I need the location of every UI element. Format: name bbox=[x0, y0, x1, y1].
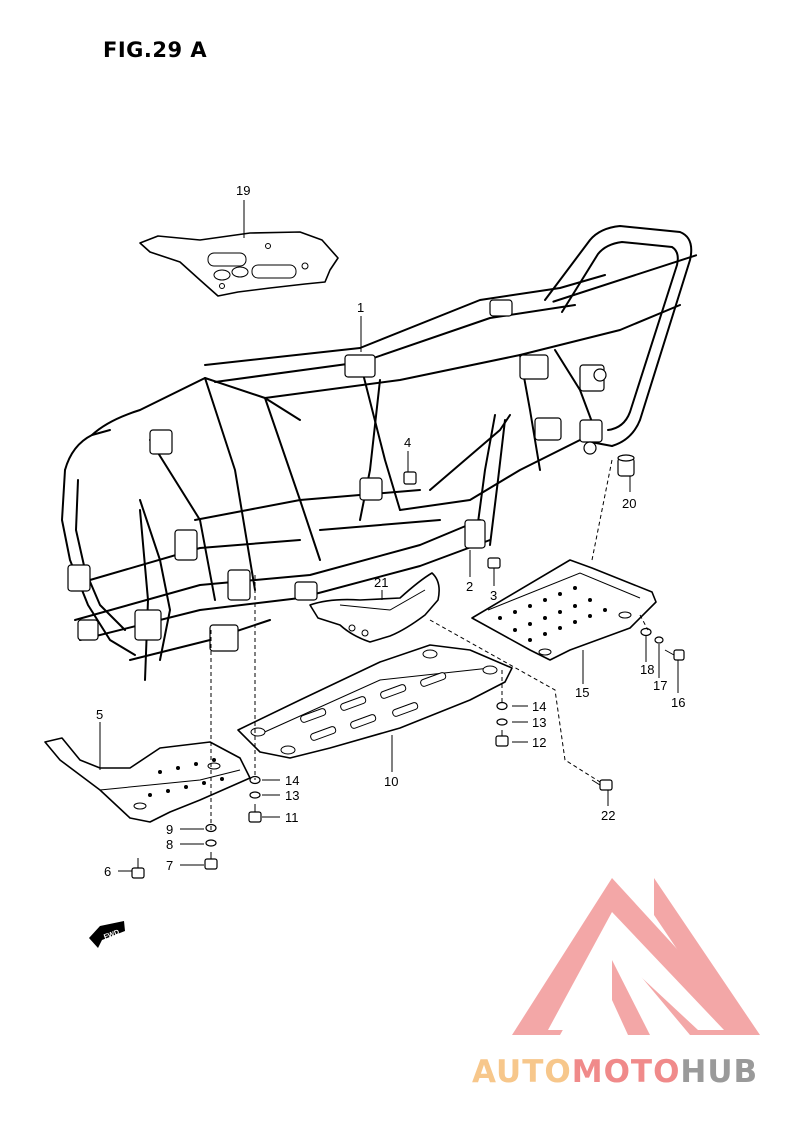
part-11-bolt bbox=[248, 804, 262, 823]
part-1-main-frame bbox=[61, 225, 698, 681]
assembly-lines bbox=[210, 459, 649, 830]
callout-10: 10 bbox=[384, 774, 398, 789]
callout-1: 1 bbox=[357, 300, 364, 315]
callout-14-a: 14 bbox=[285, 773, 299, 788]
callout-12: 12 bbox=[532, 735, 546, 750]
leader-lines bbox=[99, 200, 679, 872]
part-13-washer-b bbox=[496, 718, 508, 726]
callout-19: 19 bbox=[236, 183, 250, 198]
part-19-upper-cover-plate bbox=[139, 231, 339, 297]
part-15-rear-skid-plate bbox=[471, 559, 657, 661]
part-6-bolt bbox=[131, 858, 145, 879]
part-8-washer bbox=[205, 839, 217, 847]
fwd-arrow-icon: FWD bbox=[89, 921, 125, 948]
callout-5: 5 bbox=[96, 707, 103, 722]
callout-13-a: 13 bbox=[285, 788, 299, 803]
part-20-bushing bbox=[617, 454, 635, 477]
part-13-washer bbox=[249, 791, 261, 799]
callout-16: 16 bbox=[671, 695, 685, 710]
part-3-bolt bbox=[487, 557, 501, 580]
figure-title: FIG.29 A bbox=[103, 38, 208, 62]
part-10-center-skid-plate bbox=[237, 644, 513, 759]
watermark-logo bbox=[512, 878, 760, 1035]
callout-14-b: 14 bbox=[532, 699, 546, 714]
part-5-front-skid-plate bbox=[44, 737, 251, 823]
callout-21: 21 bbox=[374, 575, 388, 590]
callout-2: 2 bbox=[466, 579, 473, 594]
watermark-auto: AUTO bbox=[472, 1054, 572, 1090]
callout-22: 22 bbox=[601, 808, 615, 823]
callout-11: 11 bbox=[285, 810, 299, 825]
part-18-collar bbox=[640, 627, 652, 637]
callout-8: 8 bbox=[166, 837, 173, 852]
watermark-hub: HUB bbox=[680, 1054, 759, 1090]
callout-9: 9 bbox=[166, 822, 173, 837]
callout-15: 15 bbox=[575, 685, 589, 700]
part-16-bolt bbox=[664, 649, 685, 661]
callout-6: 6 bbox=[104, 864, 111, 879]
callout-20: 20 bbox=[622, 496, 636, 511]
callout-17: 17 bbox=[653, 678, 667, 693]
callout-7: 7 bbox=[166, 858, 173, 873]
part-7-bolt bbox=[204, 852, 218, 870]
callout-3: 3 bbox=[490, 588, 497, 603]
callout-13-b: 13 bbox=[532, 715, 546, 730]
callout-4: 4 bbox=[404, 435, 411, 450]
callout-18: 18 bbox=[640, 662, 654, 677]
watermark-moto: MOTO bbox=[571, 1054, 681, 1090]
watermark-text: AUTOMOTOHUB bbox=[472, 1054, 758, 1090]
part-21-heat-shield bbox=[309, 572, 440, 643]
part-4-nut bbox=[403, 471, 417, 485]
callout-labels: 19 1 4 20 2 3 21 5 10 15 18 17 16 14 13 … bbox=[96, 183, 685, 879]
part-17-washer bbox=[654, 636, 664, 644]
part-22-bolt bbox=[591, 779, 613, 791]
part-14-collar-b bbox=[496, 701, 508, 711]
part-12-bolt bbox=[495, 730, 509, 747]
